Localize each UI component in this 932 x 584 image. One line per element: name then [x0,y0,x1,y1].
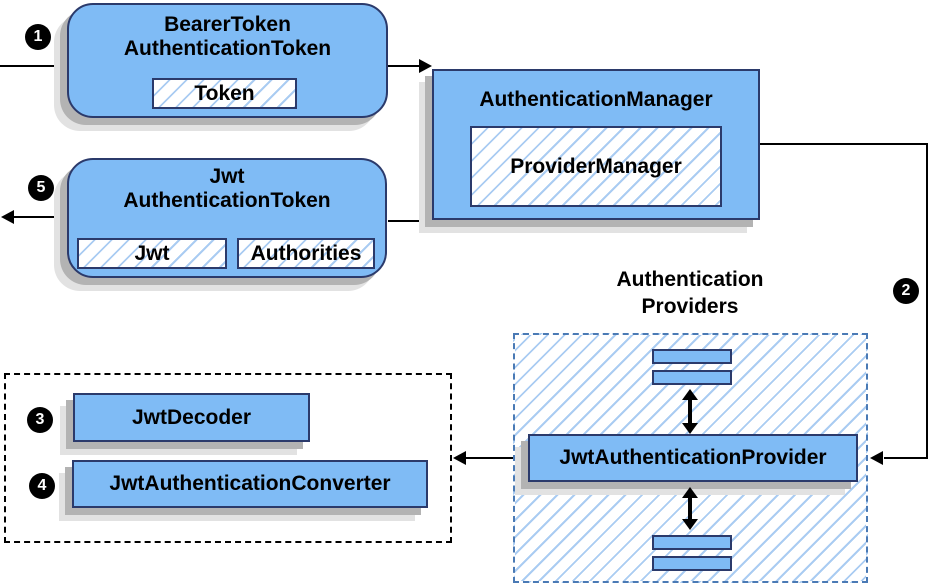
bearer-to-manager-line [388,65,420,67]
authentication-manager-title: AuthenticationManager [479,88,713,111]
provider-manager-field: ProviderManager [470,126,722,207]
jwt-field-label: Jwt [134,241,170,265]
double-arrow-line [688,399,692,424]
jwt-authentication-provider-label: JwtAuthenticationProvider [559,446,827,469]
step-4-badge: 4 [29,473,55,499]
jwt-token-title-line1: Jwt [209,165,245,188]
step-5-number: 5 [36,179,46,196]
bearer-token-authentication-token-node: BearerToken AuthenticationToken Token [67,3,388,118]
step-3-badge: 3 [27,407,53,433]
other-provider-bar [652,349,732,364]
other-provider-bar [652,556,732,571]
token-field-label: Token [194,81,255,105]
step-4-number: 4 [37,477,47,494]
double-arrow-line [688,497,692,520]
jwt-field: Jwt [77,238,227,269]
arrowhead-left-icon [1,210,14,224]
other-provider-bar [652,535,732,550]
authentication-manager-node: AuthenticationManager ProviderManager [432,69,760,220]
step-3-number: 3 [35,411,45,428]
step-1-number: 1 [33,28,43,45]
manager-to-provider-line-bottom [884,457,928,459]
step-1-badge: 1 [25,24,51,50]
provider-to-converters-line [466,457,514,459]
jwt-decoder-node: JwtDecoder [73,393,310,442]
arrowhead-right-icon [419,59,432,73]
provider-manager-label: ProviderManager [510,154,682,178]
jwt-token-node-title: Jwt AuthenticationToken [69,165,385,213]
jwt-outgoing-line [13,216,67,218]
bearer-token-node-title: BearerToken AuthenticationToken [69,13,386,61]
bearer-token-title-line2: AuthenticationToken [123,37,332,60]
jwt-authentication-provider-node: JwtAuthenticationProvider [528,434,858,482]
jwt-token-title-line2: AuthenticationToken [123,189,331,212]
token-field: Token [152,78,297,109]
manager-to-provider-line-right [926,143,928,459]
arrowhead-up-icon [682,389,698,400]
jwt-authentication-converter-node: JwtAuthenticationConverter [72,460,428,508]
arrowhead-left-icon [870,451,883,465]
jwt-converters-group-box [4,373,452,543]
jwt-authentication-converter-label: JwtAuthenticationConverter [109,472,391,495]
authentication-providers-label-line1: Authentication [616,268,764,291]
authentication-providers-label: Authentication Providers [555,266,825,320]
manager-to-provider-line-top [760,143,928,145]
manager-to-jwt-line [388,220,432,222]
jwt-authentication-token-node: Jwt AuthenticationToken Jwt Authorities [67,158,387,278]
arrowhead-down-icon [682,423,698,434]
step-2-badge: 2 [893,278,919,304]
arrowhead-down-icon [682,519,698,530]
arrowhead-left-icon [453,451,466,465]
authorities-field: Authorities [237,238,375,269]
jwt-decoder-label: JwtDecoder [131,405,252,429]
arrowhead-up-icon [682,487,698,498]
other-provider-bar [652,370,732,385]
authorities-field-label: Authorities [250,241,362,265]
authentication-providers-label-line2: Providers [641,295,739,318]
step-5-badge: 5 [28,175,54,201]
bearer-token-title-line1: BearerToken [164,13,291,36]
incoming-request-line [0,65,67,67]
step-2-number: 2 [901,282,911,299]
